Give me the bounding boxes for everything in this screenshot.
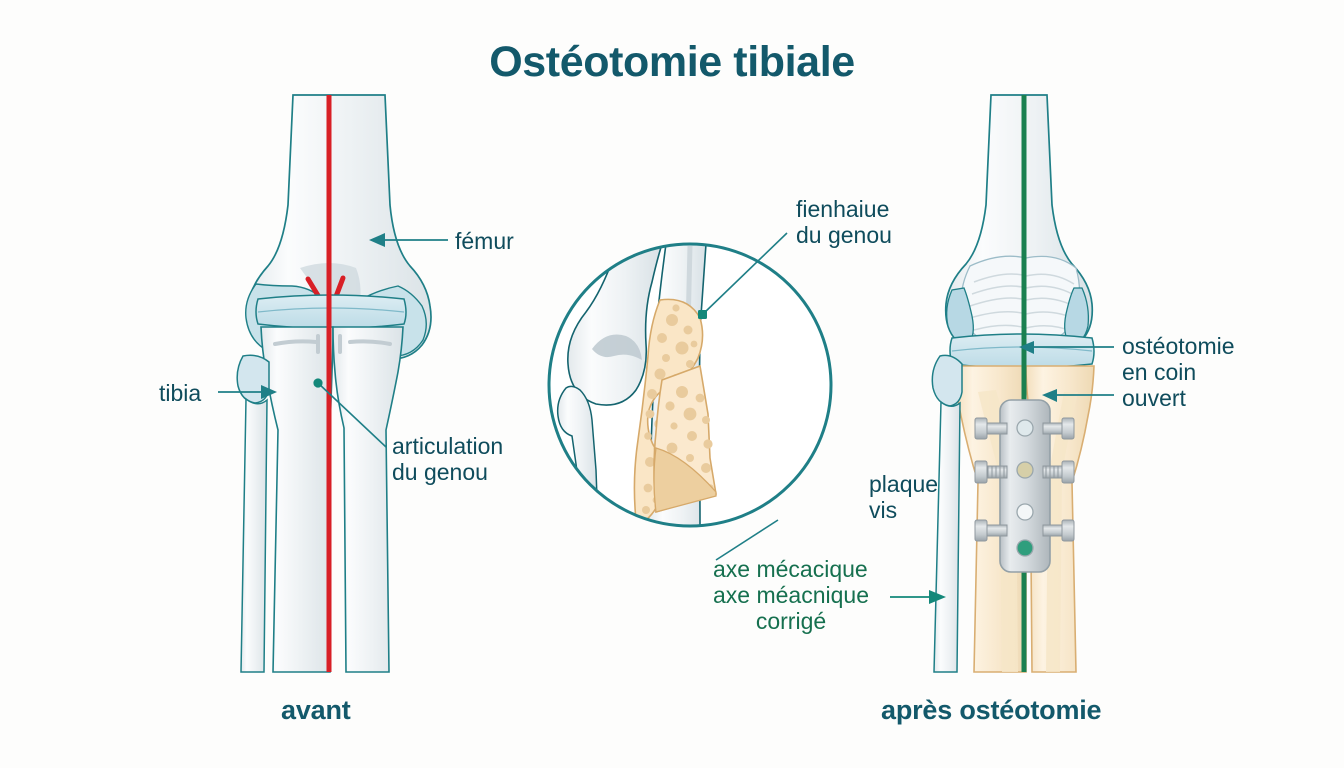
fibula-shaft-left [240,397,268,673]
label-articulation-line-2: du genou [392,459,488,486]
leader-dot-articulation [313,378,323,388]
panel-before [218,94,448,673]
label-plaque-line-2: vis [869,497,898,524]
plate-hole-1 [1016,419,1034,437]
tibia-bone-right [332,326,404,673]
label-articulation-line-1: articulation [392,433,504,459]
label-axe-line-3: corrigé [755,608,827,635]
plate-hole-3 [1016,503,1034,521]
fibula-head-right [931,354,963,407]
label-osteotomie-line-1: ostéotomie [1122,333,1235,359]
panel-after [890,94,1114,673]
label-inset-line-2: du genou [796,222,892,249]
leader-arrow-femur [369,233,385,247]
leader-arrow-osteotomie-bottom [1042,389,1057,402]
inset-circle-border [547,242,833,528]
tibia-bone-left [260,326,334,673]
leader-inset-to-axis [715,519,779,561]
leader-dot-inset [698,310,707,319]
inset-wedge-base-shade [653,447,717,513]
label-axe-line-2: axe méacnique [713,582,869,609]
screw-row-top [974,417,1075,440]
label-plaque-line-1: plaque [869,471,939,497]
plate-hole-4 [1016,539,1034,557]
label-tibia: tibia [159,380,202,406]
trochlea-surface [960,255,1081,345]
fibula-shaft-right [933,400,961,673]
inset-condyle-shade [592,334,642,360]
leader-arrow-tibia [261,385,277,399]
label-osteotomie-line-2: en coin [1122,359,1197,386]
fixation-plate [999,399,1051,573]
inset-femur [567,244,664,406]
label-inset-line-1: fienhaiue [796,196,890,222]
inset-magnifier [547,232,833,561]
screw-row-bottom [974,519,1075,542]
leader-arrow-osteotomie-top [1019,341,1034,354]
label-femur: fémur [455,228,514,254]
screw-row-middle [974,460,1075,484]
tibial-plateau-detail-left [273,339,318,346]
caption-before: avant [281,695,351,725]
leader-arrow-axis-corrige [929,590,946,604]
tibial-plateau-detail-right [348,339,392,346]
label-axe-line-1: axe mécacique [713,556,868,582]
leader-inset-label [702,232,788,315]
page-title: Ostéotomie tibiale [489,38,855,86]
plate-hole-2 [1016,461,1034,479]
label-osteotomie-line-3: ouvert [1122,385,1186,412]
tibia-inner-shade-right [1046,392,1078,672]
leader-articulation [317,382,387,448]
caption-after: après ostéotomie [881,695,1102,725]
